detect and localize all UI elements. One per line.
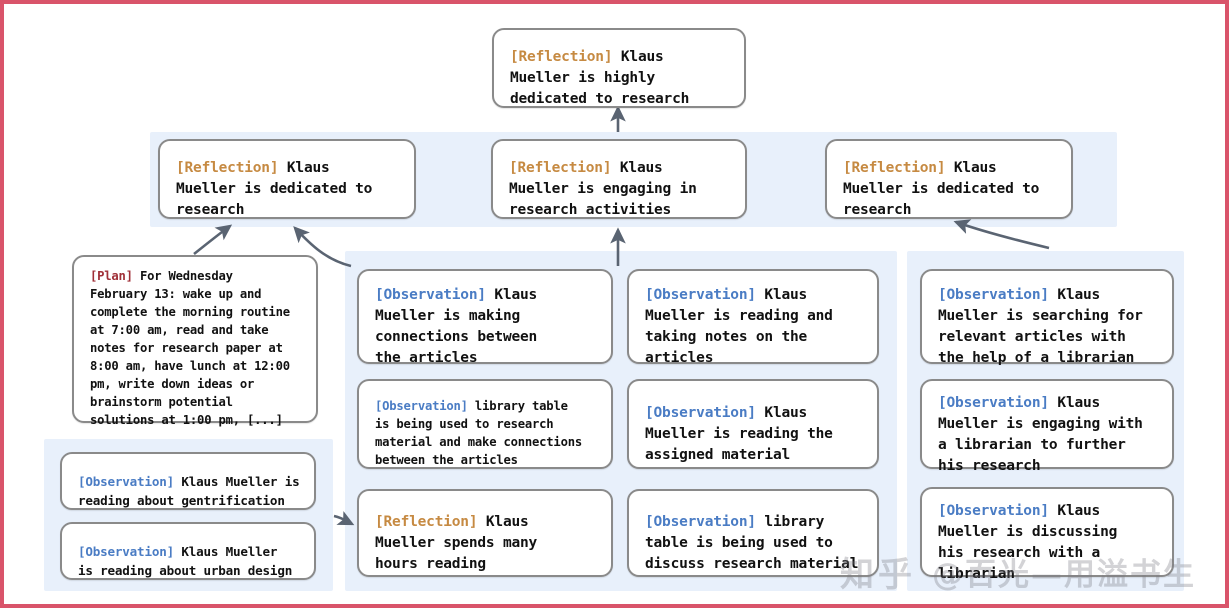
card-text: [Observation] Klaus Mueller is reading t…: [629, 382, 877, 466]
card-body: library table is being used to discuss r…: [645, 514, 859, 572]
card-text: [Observation] Klaus Mueller is reading a…: [62, 523, 314, 580]
left-observation-card-2[interactable]: [Observation] Klaus Mueller is reading a…: [60, 522, 316, 580]
card-text: [Observation] Klaus Mueller is discussin…: [922, 480, 1172, 585]
card-body: Klaus Mueller is reading about gentrific…: [78, 473, 300, 508]
card-text: [Observation] Klaus Mueller is making co…: [359, 264, 611, 369]
plan-tag: [Plan]: [90, 269, 133, 283]
column-b-card-3[interactable]: [Observation] library table is being use…: [627, 489, 879, 577]
card-body: library table is being used to research …: [375, 399, 582, 467]
column-b-card-1[interactable]: [Observation] Klaus Mueller is reading a…: [627, 269, 879, 366]
column-c-card-2[interactable]: [Observation] Klaus Mueller is engaging …: [920, 379, 1174, 474]
observation-tag: [Observation]: [78, 543, 174, 559]
card-body: Klaus Mueller is engaging with a librari…: [938, 394, 1143, 474]
card-body: Klaus Mueller is reading the assigned ma…: [645, 405, 833, 463]
reflection-tag: [Reflection]: [509, 160, 612, 176]
observation-tag: [Observation]: [375, 399, 468, 413]
card-body: Klaus Mueller is highly dedicated to res…: [510, 49, 690, 107]
column-a-card-2[interactable]: [Observation] library table is being use…: [357, 379, 613, 469]
card-text: [Observation] Klaus Mueller is reading a…: [629, 264, 877, 369]
observation-tag: [Observation]: [375, 287, 486, 303]
column-a-card-3[interactable]: [Reflection] Klaus Mueller spends many h…: [357, 489, 613, 577]
card-text: [Observation] Klaus Mueller is engaging …: [922, 372, 1172, 477]
observation-tag: [Observation]: [645, 405, 756, 421]
observation-tag: [Observation]: [645, 514, 756, 530]
card-body: Klaus Mueller spends many hours reading: [375, 514, 538, 572]
card-body: Klaus Mueller is reading about urban des…: [78, 543, 293, 578]
observation-tag: [Observation]: [938, 502, 1049, 519]
card-body: Klaus Mueller is engaging in research ac…: [509, 160, 697, 218]
card-text: [Observation] Klaus Mueller is searching…: [922, 264, 1172, 369]
column-c-card-1[interactable]: [Observation] Klaus Mueller is searching…: [920, 269, 1174, 366]
card-body: Klaus Mueller is searching for relevant …: [938, 287, 1143, 366]
plan-card[interactable]: [Plan] For Wednesday February 13: wake u…: [72, 255, 318, 427]
card-text: [Reflection] Klaus Mueller is dedicated …: [160, 137, 414, 221]
card-text: [Reflection] Klaus Mueller spends many h…: [359, 491, 611, 575]
observation-tag: [Observation]: [938, 287, 1049, 303]
left-observation-card-1[interactable]: [Observation] Klaus Mueller is reading a…: [60, 452, 316, 510]
card-body: Klaus Mueller is making connections betw…: [375, 287, 538, 366]
card-body: Klaus Mueller is reading and taking note…: [645, 287, 833, 366]
observation-tag: [Observation]: [78, 473, 174, 489]
reflection-tag: [Reflection]: [176, 160, 279, 176]
reflection-tag: [Reflection]: [843, 160, 946, 176]
column-c-card-3[interactable]: [Observation] Klaus Mueller is discussin…: [920, 487, 1174, 582]
card-text: [Reflection] Klaus Mueller is highly ded…: [494, 26, 744, 110]
observation-tag: [Observation]: [645, 287, 756, 303]
card-text: [Reflection] Klaus Mueller is dedicated …: [827, 137, 1071, 221]
card-text: [Plan] For Wednesday February 13: wake u…: [74, 249, 316, 429]
card-body: Klaus Mueller is dedicated to research: [176, 160, 373, 218]
column-b-card-2[interactable]: [Observation] Klaus Mueller is reading t…: [627, 379, 879, 469]
card-body: Klaus Mueller is discussing his research…: [938, 502, 1118, 582]
observation-tag: [Observation]: [938, 394, 1049, 411]
card-text: [Observation] library table is being use…: [359, 379, 611, 469]
reflection-card-center[interactable]: [Reflection] Klaus Mueller is engaging i…: [491, 139, 747, 219]
reflection-card-left[interactable]: [Reflection] Klaus Mueller is dedicated …: [158, 139, 416, 219]
root-reflection-card[interactable]: [Reflection] Klaus Mueller is highly ded…: [492, 28, 746, 108]
reflection-tag: [Reflection]: [510, 49, 613, 65]
card-text: [Observation] library table is being use…: [629, 491, 877, 575]
column-a-card-1[interactable]: [Observation] Klaus Mueller is making co…: [357, 269, 613, 366]
reflection-card-right[interactable]: [Reflection] Klaus Mueller is dedicated …: [825, 139, 1073, 219]
reflection-tag: [Reflection]: [375, 514, 478, 530]
card-body: Klaus Mueller is dedicated to research: [843, 160, 1040, 218]
card-text: [Observation] Klaus Mueller is reading a…: [62, 453, 314, 510]
card-body: For Wednesday February 13: wake up and c…: [90, 269, 290, 427]
card-text: [Reflection] Klaus Mueller is engaging i…: [493, 137, 745, 221]
